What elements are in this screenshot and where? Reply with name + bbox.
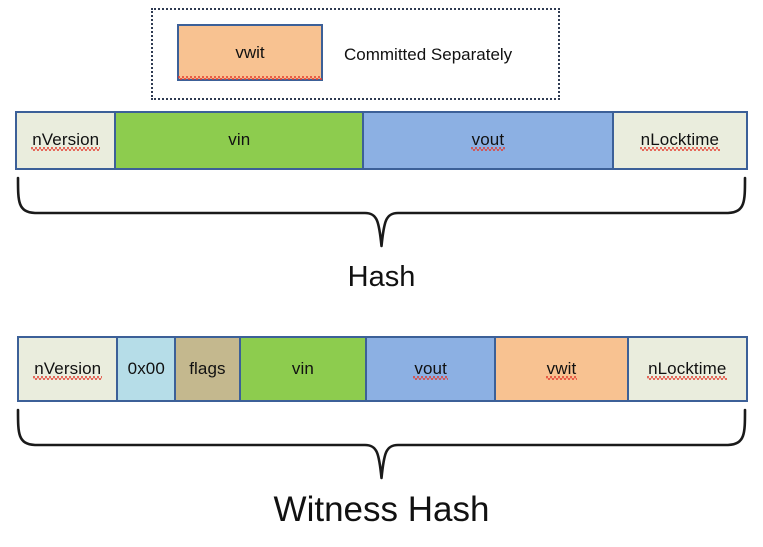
segment-label: nLocktime (639, 130, 721, 151)
segment-vwit: vwit (496, 338, 629, 400)
witness-hash-brace (15, 408, 748, 480)
segment-vout: vout (364, 113, 614, 168)
committed-separately-note: Committed Separately (344, 45, 513, 64)
segment-label: nVersion (31, 130, 101, 151)
segment-vout: vout (367, 338, 497, 400)
transaction-bar-legacy: nVersion vin vout nLocktime (15, 111, 748, 170)
vwit-separate-label: vwit (235, 42, 265, 62)
segment-nversion: nVersion (17, 113, 117, 168)
segment-label: vout (470, 130, 505, 151)
segment-nlocktime: nLocktime (613, 113, 746, 168)
segment-label: vwit (545, 358, 577, 380)
segment-nlocktime: nLocktime (628, 338, 746, 400)
segment-nversion: nVersion (19, 338, 119, 400)
witness-hash-caption: Witness Hash (273, 490, 490, 529)
segment-vin: vin (116, 113, 365, 168)
segment-label: nLocktime (647, 358, 728, 380)
hash-caption: Hash (347, 261, 416, 293)
hash-brace-shape (16, 176, 747, 248)
segment-vin: vin (240, 338, 368, 400)
segment-label: vin (291, 358, 314, 378)
segment-flags: flags (176, 338, 241, 400)
vwit-separate-box: vwit (177, 24, 323, 81)
segment-label: vin (228, 130, 251, 149)
segment-0x00: 0x00 (118, 338, 177, 400)
segment-label: nVersion (33, 358, 103, 380)
segment-label: flags (189, 358, 226, 378)
segment-label: 0x00 (127, 358, 165, 378)
hash-brace (15, 176, 748, 248)
witness-hash-brace-shape (16, 408, 747, 480)
transaction-bar-witness: nVersion 0x00 flags vin vout vwit nLocktime (17, 336, 748, 402)
segment-label: vout (413, 358, 448, 380)
